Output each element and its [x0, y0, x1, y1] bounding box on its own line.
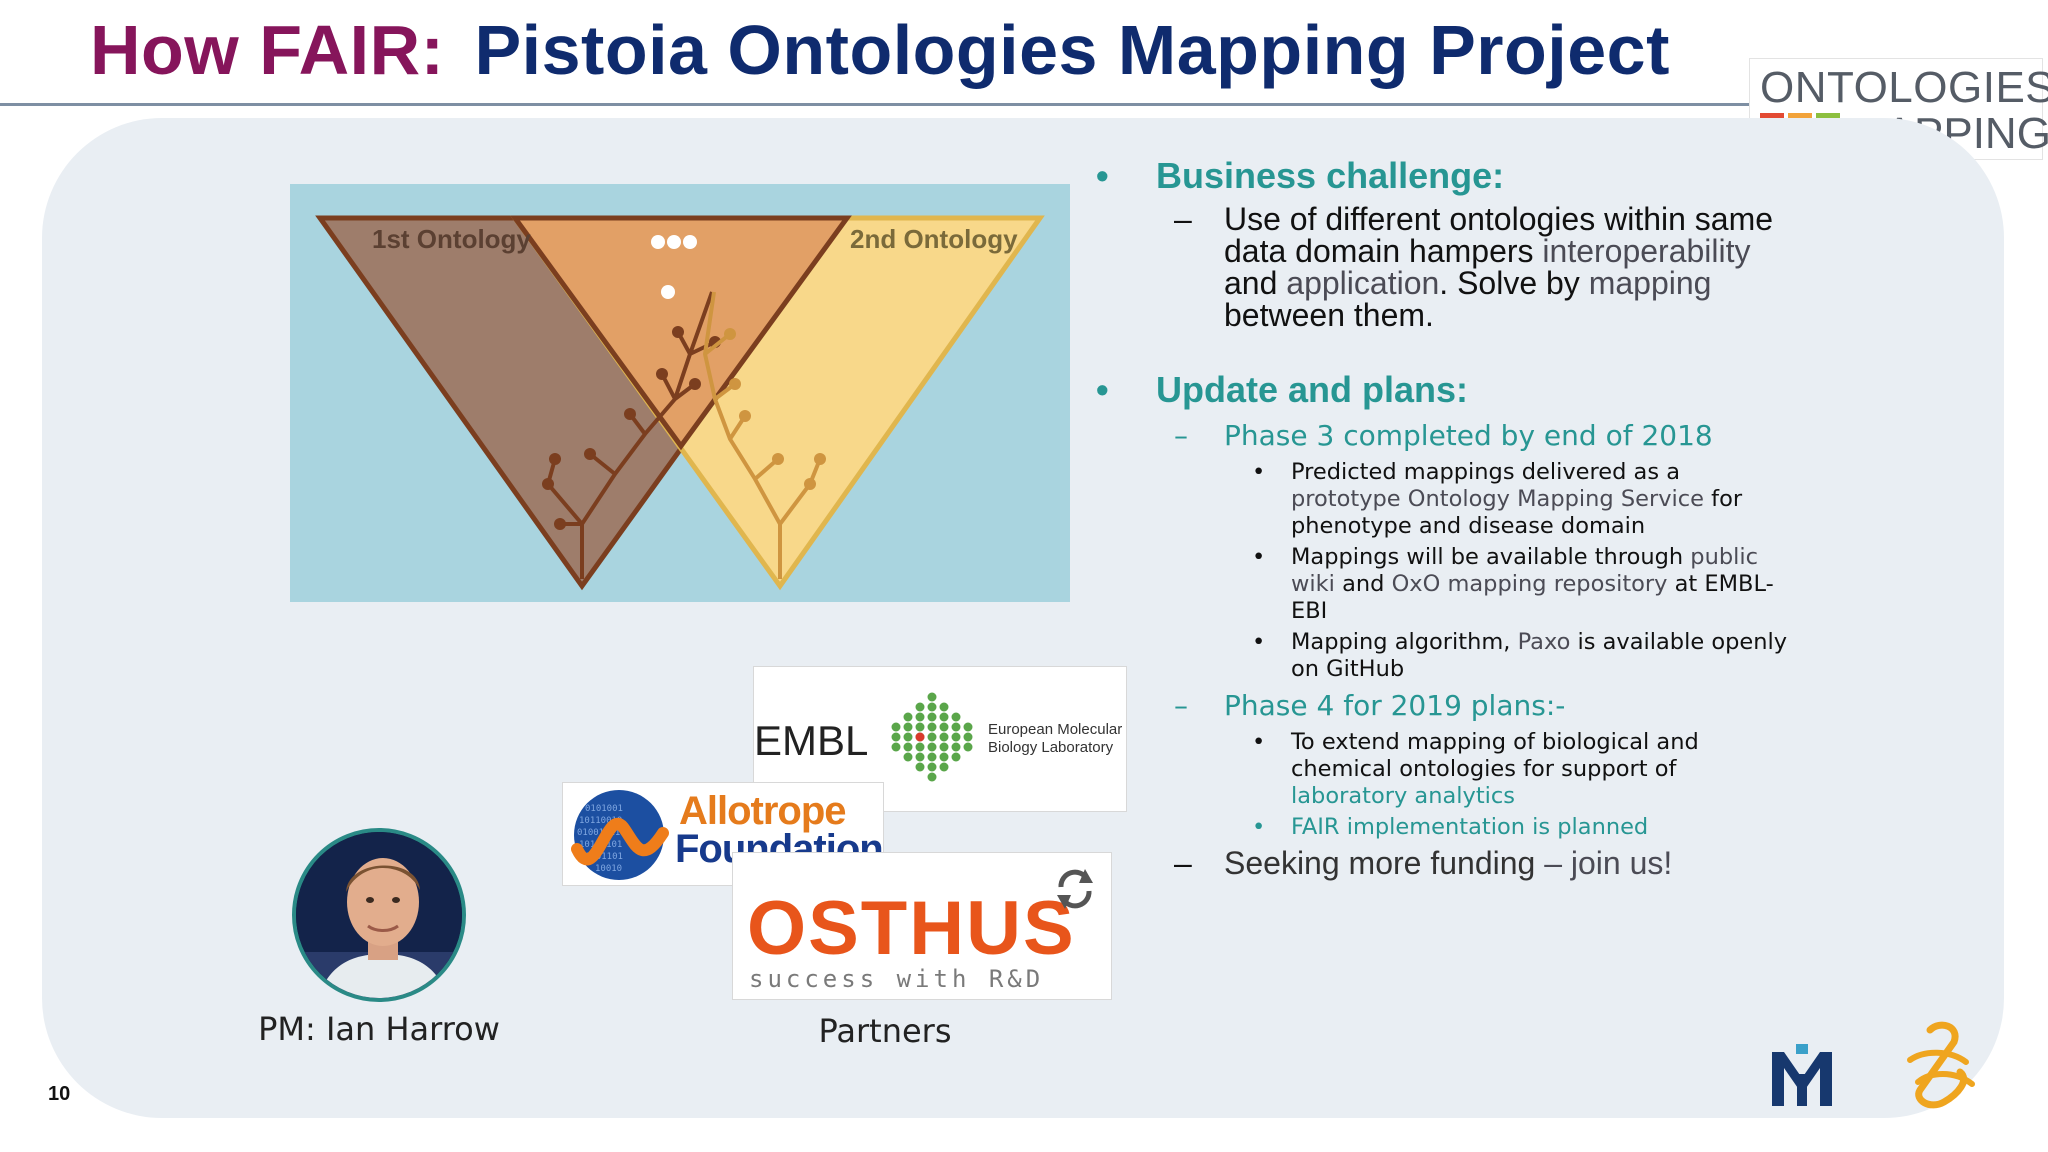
phase3-item-1: •Predicted mappings delivered as a proto… — [1252, 459, 1743, 539]
bullet-dot: • — [1096, 369, 1109, 410]
phase3-heading: –Phase 3 completed by end of 2018 — [1174, 419, 1713, 452]
title-bar: How FAIR: Pistoia Ontologies Mapping Proj… — [0, 0, 1760, 106]
bullet-dot: • — [1096, 155, 1109, 196]
title-prefix: How FAIR: — [90, 11, 445, 89]
first-ontology-label: 1st Ontology — [372, 224, 531, 254]
phase4-item-1: •To extend mapping of biological and che… — [1252, 729, 1699, 809]
embl-hexagon-icon — [891, 692, 973, 782]
title-main: Pistoia Ontologies Mapping Project — [474, 11, 1670, 89]
allotrope-line-1: Allotrope — [679, 789, 847, 833]
phase4-item-2: •FAIR implementation is planned — [1252, 814, 1649, 840]
ontology-overlap-diagram: 1st Ontology 2nd Ontology — [290, 184, 1070, 602]
avatar — [292, 828, 466, 1002]
svg-text:0101101: 0101101 — [585, 852, 623, 862]
pm-label: PM: Ian Harrow — [258, 1010, 500, 1048]
phase3-item-3: •Mapping algorithm, Paxo is available op… — [1252, 629, 1788, 682]
page-number: 10 — [48, 1083, 71, 1105]
svg-text:0101001: 0101001 — [585, 804, 623, 814]
business-challenge-text: –Use of different ontologies within same… — [1174, 201, 1774, 333]
osthus-logo: OSTHUS success with R&D — [732, 852, 1112, 1000]
partners-label: Partners — [818, 1012, 952, 1050]
update-heading: •Update and plans: — [1096, 369, 1469, 410]
svg-text:10010: 10010 — [595, 864, 622, 874]
svg-text:01001011: 01001011 — [577, 828, 620, 838]
business-challenge-heading: •Business challenge: — [1096, 155, 1505, 196]
person-photo — [296, 832, 462, 998]
bullet-list: •Business challenge: –Use of different o… — [1096, 155, 1796, 879]
phase3-item-2: •Mappings will be available through publ… — [1252, 544, 1774, 624]
svg-text:10110010: 10110010 — [579, 816, 622, 826]
pistoia-m-logo-icon — [1772, 1044, 1832, 1106]
osthus-tagline: success with R&D — [749, 965, 1045, 993]
sync-arrows-icon — [1057, 869, 1093, 909]
allotrope-wave-icon: 0101001101100100100101110100101010110110… — [571, 790, 669, 880]
osthus-name: OSTHUS — [747, 886, 1076, 971]
phase4-heading: –Phase 4 for 2019 plans:- — [1174, 689, 1566, 722]
embl-name: EMBL — [754, 717, 869, 764]
funding-line: –Seeking more funding – join us! — [1174, 845, 1673, 881]
astrazeneca-logo-icon — [1907, 1021, 1975, 1109]
logo-line-1: ONTOLOGIES — [1760, 63, 2048, 112]
second-ontology-label: 2nd Ontology — [850, 224, 1018, 254]
slide-title: How FAIR: Pistoia Ontologies Mapping Proj… — [90, 10, 1670, 90]
